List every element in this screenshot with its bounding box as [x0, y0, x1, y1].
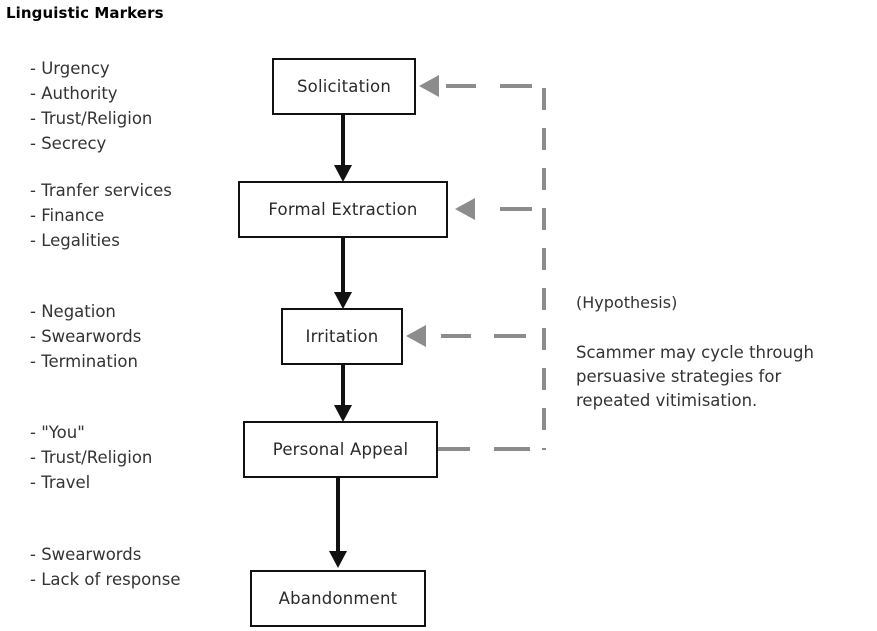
flow-connector-formal-extraction-to-irritation — [334, 237, 352, 310]
marker-item: - Urgency — [30, 59, 110, 78]
feedback-dash — [437, 447, 470, 451]
hypothesis-line: repeated vitimisation. — [576, 391, 758, 410]
stage-label: Personal Appeal — [272, 440, 409, 459]
stage-box-formal-extraction[interactable]: Formal Extraction — [238, 181, 448, 238]
page-title: Linguistic Markers — [6, 4, 164, 22]
feedback-dash — [446, 84, 476, 88]
stage-label: Abandonment — [278, 589, 398, 608]
stage-box-solicitation[interactable]: Solicitation — [272, 58, 416, 115]
marker-group-irritation: - Negation - Swearwords - Termination — [30, 299, 141, 374]
stage-label: Formal Extraction — [268, 200, 418, 219]
hypothesis-tag: (Hypothesis) — [576, 293, 678, 312]
marker-group-personal-appeal: - "You" - Trust/Religion - Travel — [30, 420, 152, 495]
marker-item: - Trust/Religion — [30, 448, 153, 467]
stage-box-abandonment[interactable]: Abandonment — [250, 570, 426, 627]
hypothesis-line: Scammer may cycle through — [576, 343, 814, 362]
marker-group-solicitation: - Urgency - Authority - Trust/Religion -… — [30, 56, 152, 156]
feedback-dash — [500, 207, 532, 211]
marker-item: - Negation — [30, 302, 116, 321]
marker-item: - Legalities — [30, 231, 120, 250]
stage-label: Solicitation — [297, 77, 391, 96]
marker-item: - Trust/Religion — [30, 109, 153, 128]
marker-item: - Lack of response — [30, 570, 181, 589]
marker-item: - Tranfer services — [30, 181, 172, 200]
marker-item: - Finance — [30, 206, 105, 225]
feedback-dash — [494, 334, 526, 338]
marker-item: - Travel — [30, 473, 91, 492]
feedback-loop-vertical-line — [542, 88, 546, 450]
feedback-arrowhead-solicitation — [419, 75, 439, 97]
feedback-dash — [494, 447, 530, 451]
marker-item: - Swearwords — [30, 545, 142, 564]
marker-group-abandonment: - Swearwords - Lack of response — [30, 542, 180, 592]
stage-box-irritation[interactable]: Irritation — [281, 308, 403, 365]
hypothesis-line: persuasive strategies for — [576, 367, 782, 386]
marker-item: - "You" — [30, 423, 85, 442]
feedback-dash — [500, 84, 532, 88]
stage-box-personal-appeal[interactable]: Personal Appeal — [243, 421, 438, 478]
marker-item: - Swearwords — [30, 327, 142, 346]
marker-group-formal-extraction: - Tranfer services - Finance - Legalitie… — [30, 178, 172, 253]
marker-item: - Termination — [30, 352, 138, 371]
flow-connector-personal-appeal-to-abandonment — [329, 477, 347, 571]
hypothesis-text: Scammer may cycle through persuasive str… — [576, 341, 872, 413]
feedback-arrowhead-irritation — [406, 325, 426, 347]
stage-label: Irritation — [305, 327, 379, 346]
flow-connector-irritation-to-personal-appeal — [334, 364, 352, 424]
marker-item: - Secrecy — [30, 134, 107, 153]
marker-item: - Authority — [30, 84, 118, 103]
feedback-arrowhead-formal-extraction — [455, 198, 475, 220]
feedback-dash — [441, 334, 471, 338]
flow-connector-solicitation-to-formal-extraction — [334, 113, 352, 183]
